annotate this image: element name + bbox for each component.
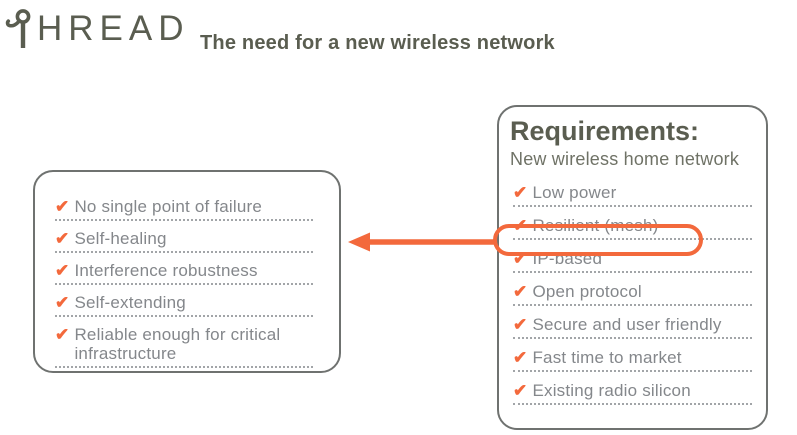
check-icon: ✔	[513, 381, 528, 400]
checklist-item-label: Interference robustness	[74, 261, 258, 280]
check-icon: ✔	[55, 261, 70, 280]
logo-wordmark: HREAD	[37, 9, 190, 48]
connector-arrow-icon	[348, 232, 496, 252]
checklist-item: ✔ Existing radio silicon	[513, 381, 752, 405]
thread-logo: HREAD	[5, 7, 190, 49]
checklist-item: ✔ No single point of failure	[55, 197, 313, 221]
mesh-benefits-list: ✔ No single point of failure ✔ Self-heal…	[35, 172, 339, 368]
requirements-subheading: New wireless home network	[510, 149, 740, 169]
check-icon: ✔	[513, 282, 528, 301]
check-icon: ✔	[55, 229, 70, 248]
requirements-list: ✔ Low power ✔ Resilient (mesh) ✔ IP-base…	[499, 170, 766, 405]
check-icon: ✔	[513, 315, 528, 334]
check-icon: ✔	[513, 348, 528, 367]
check-icon: ✔	[55, 325, 70, 344]
checklist-item: ✔ Self-healing	[55, 229, 313, 253]
checklist-item: ✔ Reliable enough for critical infrastru…	[55, 325, 313, 368]
mesh-benefits-panel: ✔ No single point of failure ✔ Self-heal…	[33, 170, 341, 373]
checklist-item-label: Secure and user friendly	[532, 315, 722, 334]
checklist-item: ✔ Open protocol	[513, 282, 752, 306]
checklist-item-label: Fast time to market	[532, 348, 682, 367]
thread-needle-icon	[5, 9, 31, 48]
checklist-item: ✔ Interference robustness	[55, 261, 313, 285]
checklist-item-label: Reliable enough for critical infrastruct…	[74, 325, 281, 363]
check-icon: ✔	[55, 197, 70, 216]
checklist-item-label: Self-healing	[74, 229, 167, 248]
checklist-item-label: Open protocol	[532, 282, 642, 301]
highlight-ring	[493, 224, 703, 256]
check-icon: ✔	[513, 183, 528, 202]
checklist-item: ✔ Secure and user friendly	[513, 315, 752, 339]
check-icon: ✔	[55, 293, 70, 312]
checklist-item-label: Self-extending	[74, 293, 186, 312]
checklist-item: ✔ Fast time to market	[513, 348, 752, 372]
checklist-item-label: No single point of failure	[74, 197, 263, 216]
checklist-item-label: Existing radio silicon	[532, 381, 691, 400]
requirements-panel: Requirements: New wireless home network …	[497, 105, 768, 430]
checklist-item-label: Low power	[532, 183, 617, 202]
checklist-item: ✔ Self-extending	[55, 293, 313, 317]
page-title: The need for a new wireless network	[200, 32, 555, 55]
checklist-item: ✔ Low power	[513, 183, 752, 207]
requirements-heading: Requirements:	[510, 116, 700, 146]
